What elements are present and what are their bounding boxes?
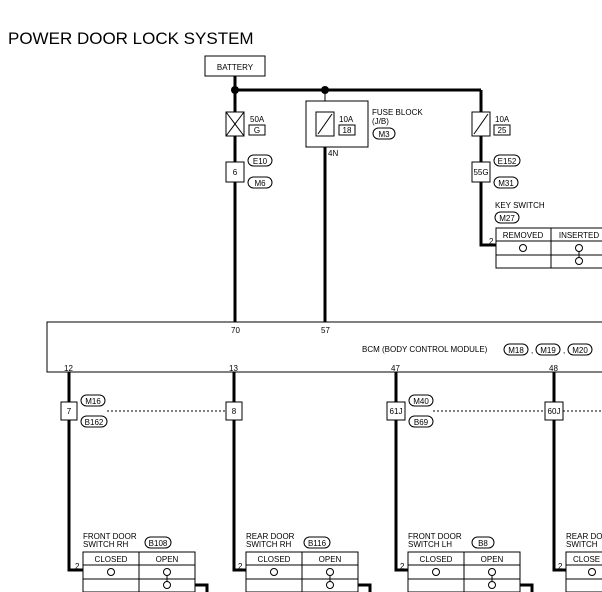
connector-m19: M19 bbox=[540, 346, 556, 355]
switch-4-pin: 2 bbox=[558, 562, 563, 571]
front-door-switch-rh: FRONT DOOR SWITCH RH B108 2 CLOSED OPEN bbox=[75, 532, 209, 592]
connector-pin-60j-label: 60J bbox=[548, 407, 561, 416]
svg-text:,: , bbox=[531, 346, 533, 355]
connector-b108: B108 bbox=[149, 539, 168, 548]
switch-4-line2: SWITCH bbox=[566, 540, 598, 549]
switch-2-pin: 2 bbox=[238, 562, 243, 571]
connector-b8: B8 bbox=[478, 539, 488, 548]
connector-m31: M31 bbox=[498, 179, 514, 188]
switch-2-header-open: OPEN bbox=[319, 555, 342, 564]
connector-e10: E10 bbox=[253, 157, 268, 166]
key-switch-table: REMOVED INSERTED bbox=[495, 227, 602, 269]
bcm-pin-70: 70 bbox=[231, 326, 240, 335]
front-door-switch-lh: FRONT DOOR SWITCH LH B8 2 CLOSED OPEN bbox=[400, 532, 534, 592]
bcm-pin-12: 12 bbox=[64, 364, 73, 373]
connector-m40: M40 bbox=[413, 397, 429, 406]
key-switch-label: KEY SWITCH bbox=[495, 201, 545, 210]
connector-m20: M20 bbox=[572, 346, 588, 355]
connector-m3: M3 bbox=[378, 130, 390, 139]
bcm-pin-48: 48 bbox=[549, 364, 558, 373]
fuse-block-sub: (J/B) bbox=[372, 117, 389, 126]
switch-1-header-open: OPEN bbox=[156, 555, 179, 564]
connector-m27: M27 bbox=[499, 214, 515, 223]
fuse-10a-right-id: 25 bbox=[498, 126, 507, 135]
wire-to-key-switch bbox=[479, 182, 496, 247]
switch-3-header-closed: CLOSED bbox=[420, 555, 453, 564]
fuse-10a-jb-id: 18 bbox=[343, 126, 352, 135]
switch-2-line1: REAR DOOR bbox=[246, 532, 295, 541]
fuse-50a-id: G bbox=[254, 126, 260, 135]
switch-3-line2: SWITCH LH bbox=[408, 540, 452, 549]
battery-label: BATTERY bbox=[217, 63, 254, 72]
key-switch-header-inserted: INSERTED bbox=[559, 231, 600, 240]
rear-door-switch-rh: REAR DOOR SWITCH RH B116 2 CLOSED OPEN bbox=[238, 532, 372, 592]
switch-4-line1: REAR DO bbox=[566, 532, 602, 541]
key-switch-pin: 2 bbox=[489, 237, 494, 246]
connector-pin-left-label: 6 bbox=[233, 168, 238, 177]
switch-2-line2: SWITCH RH bbox=[246, 540, 292, 549]
bcm-pin-13: 13 bbox=[229, 364, 238, 373]
switch-2-header-closed: CLOSED bbox=[258, 555, 291, 564]
diagram-title: POWER DOOR LOCK SYSTEM bbox=[8, 29, 254, 48]
connector-b69: B69 bbox=[414, 418, 429, 427]
fuse-block-terminal: 4N bbox=[328, 149, 338, 158]
switch-3-pin: 2 bbox=[400, 562, 405, 571]
connector-pin-61j-label: 61J bbox=[390, 407, 403, 416]
bcm-pin-47: 47 bbox=[391, 364, 400, 373]
switch-1-line1: FRONT DOOR bbox=[83, 532, 137, 541]
switch-3-header-open: OPEN bbox=[481, 555, 504, 564]
connector-e152: E152 bbox=[498, 157, 517, 166]
fuse-10a-right-amp: 10A bbox=[495, 115, 510, 124]
switch-1-header-closed: CLOSED bbox=[95, 555, 128, 564]
fuse-block-label: FUSE BLOCK bbox=[372, 108, 423, 117]
svg-text:,: , bbox=[563, 346, 565, 355]
key-switch-header-removed: REMOVED bbox=[503, 231, 544, 240]
connector-pin-right-label: 55G bbox=[473, 168, 488, 177]
fuse-10a-jb-amp: 10A bbox=[339, 115, 354, 124]
fuse-50a-amp: 50A bbox=[250, 115, 265, 124]
bcm-label: BCM (BODY CONTROL MODULE) bbox=[362, 345, 488, 354]
rear-door-switch-lh-partial: REAR DO SWITCH 2 CLOSE bbox=[558, 532, 602, 592]
switch-1-line2: SWITCH RH bbox=[83, 540, 129, 549]
connector-b162: B162 bbox=[85, 418, 104, 427]
connector-m16: M16 bbox=[85, 397, 101, 406]
fuse-block-box bbox=[305, 100, 369, 148]
switch-1-pin: 2 bbox=[75, 562, 80, 571]
connector-m18: M18 bbox=[508, 346, 524, 355]
connector-b116: B116 bbox=[308, 539, 327, 548]
connector-m6: M6 bbox=[254, 179, 266, 188]
bcm-pin-57: 57 bbox=[321, 326, 330, 335]
connector-pin-7-label: 7 bbox=[67, 407, 72, 416]
connector-pin-8-label: 8 bbox=[232, 407, 237, 416]
switch-3-line1: FRONT DOOR bbox=[408, 532, 462, 541]
switch-4-header-closed: CLOSE bbox=[573, 555, 600, 564]
